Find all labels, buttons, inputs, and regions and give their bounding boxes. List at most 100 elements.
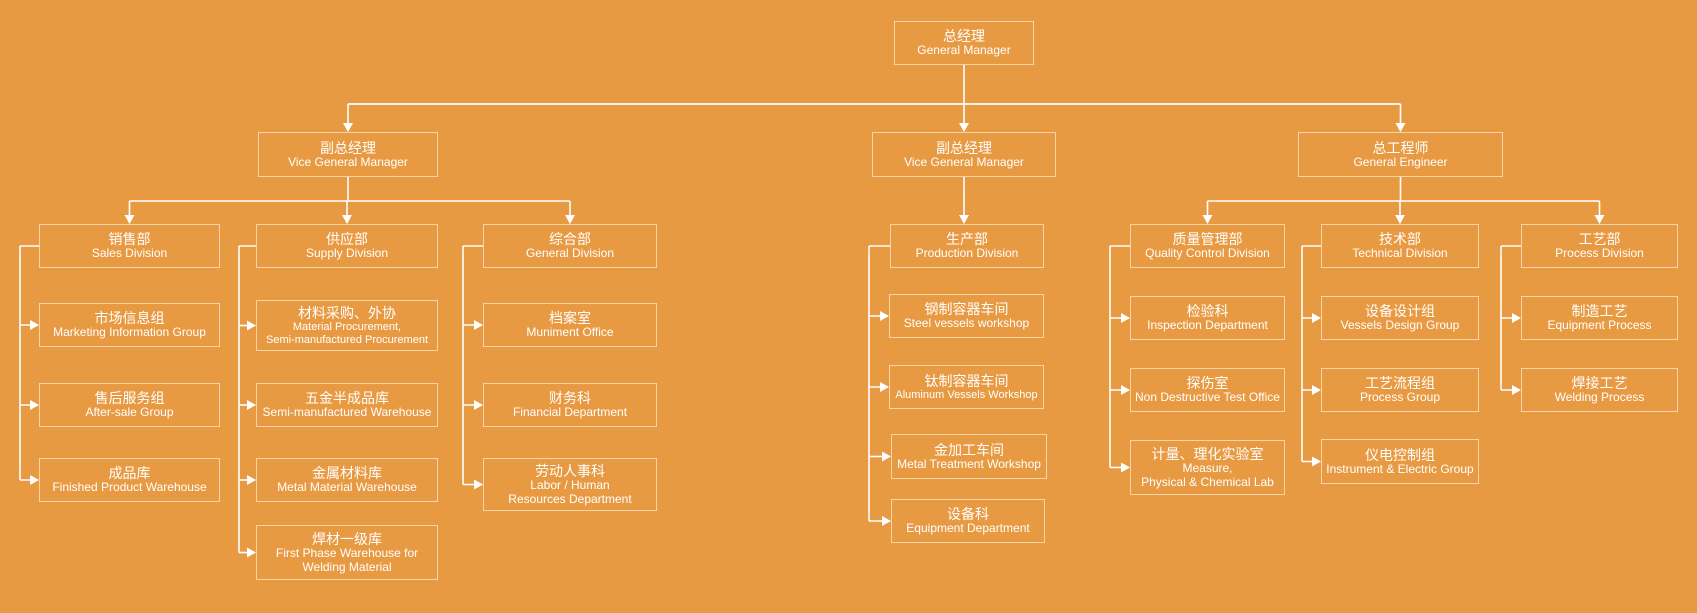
node-title-en: Sales Division bbox=[91, 246, 168, 261]
arrow-down-icon bbox=[124, 215, 135, 224]
arrow-right-icon bbox=[1121, 385, 1130, 395]
node-title-zh: 钢制容器车间 bbox=[924, 301, 1009, 318]
node-title-en: Production Division bbox=[915, 246, 1019, 261]
arrow-down-icon bbox=[342, 215, 352, 224]
node-title-zh: 金加工车间 bbox=[934, 441, 1004, 458]
node-title-en: Finished Product Warehouse bbox=[52, 480, 207, 495]
arrow-right-icon bbox=[247, 547, 256, 558]
node-title-en: Steel vessels workshop bbox=[903, 316, 1030, 331]
node-title-zh: 设备科 bbox=[947, 506, 989, 523]
node-title-zh: 设备设计组 bbox=[1365, 303, 1435, 320]
arrow-right-icon bbox=[474, 320, 483, 330]
node-title-en: General Engineer bbox=[1353, 154, 1448, 169]
arrow-right-icon bbox=[1312, 456, 1321, 467]
node-title-zh: 售后服务组 bbox=[94, 390, 165, 407]
node-title-en: Vessels Design Group bbox=[1340, 318, 1460, 333]
node-title-zh: 工艺流程组 bbox=[1365, 375, 1435, 392]
node-title-en: First Phase Warehouse for Welding Materi… bbox=[275, 545, 419, 574]
node-title-en: Metal Material Warehouse bbox=[277, 480, 417, 495]
node-title-zh: 计量、理化实验室 bbox=[1151, 445, 1264, 462]
arrow-right-icon bbox=[1312, 313, 1321, 323]
node-title-en: Marketing Information Group bbox=[53, 325, 206, 340]
node-title-en: Measure, Physical & Chemical Lab bbox=[1141, 460, 1274, 489]
arrow-right-icon bbox=[247, 320, 256, 331]
arrow-right-icon bbox=[30, 320, 39, 330]
node-title-zh: 销售部 bbox=[108, 231, 151, 248]
arrow-right-icon bbox=[474, 479, 483, 490]
node-title-en: Vice General Manager bbox=[288, 154, 408, 169]
node-title-zh: 综合部 bbox=[549, 231, 591, 248]
arrow-down-icon bbox=[1395, 215, 1405, 224]
node-title-zh: 钛制容器车间 bbox=[924, 372, 1009, 389]
node-title-zh: 五金半成品库 bbox=[305, 390, 389, 407]
node-title-en: Metal Treatment Workshop bbox=[897, 456, 1041, 471]
node-title-en: Aluminum Vessels Workshop bbox=[895, 388, 1038, 401]
node-title-en: Inspection Department bbox=[1147, 318, 1268, 333]
node-title-zh: 劳动人事科 bbox=[535, 462, 605, 479]
arrow-right-icon bbox=[880, 382, 889, 392]
node-title-en: Labor / Human Resources Department bbox=[508, 477, 632, 506]
arrow-right-icon bbox=[30, 400, 39, 410]
node-title-en: Process Division bbox=[1555, 246, 1644, 261]
node-title-zh: 质量管理部 bbox=[1172, 231, 1243, 248]
arrow-right-icon bbox=[882, 516, 891, 526]
arrow-right-icon bbox=[1312, 385, 1321, 395]
node-title-en: Material Procurement, Semi-manufactured … bbox=[265, 320, 428, 346]
node-title-zh: 金属材料库 bbox=[312, 465, 382, 482]
node-title-zh: 制造工艺 bbox=[1571, 303, 1628, 320]
arrow-down-icon bbox=[1202, 215, 1213, 224]
node-title-zh: 仪电控制组 bbox=[1365, 446, 1435, 463]
node-title-en: Equipment Department bbox=[906, 521, 1030, 536]
node-title-zh: 市场信息组 bbox=[94, 310, 165, 327]
arrow-down-icon bbox=[565, 215, 575, 224]
node-title-en: Financial Department bbox=[512, 405, 628, 420]
node-title-en: Semi-manufactured Warehouse bbox=[262, 405, 432, 420]
arrow-right-icon bbox=[1121, 313, 1130, 323]
node-title-zh: 焊材一级库 bbox=[312, 530, 382, 547]
node-title-zh: 技术部 bbox=[1379, 231, 1421, 248]
node-title-zh: 供应部 bbox=[326, 231, 368, 248]
node-title-en: General Manager bbox=[917, 43, 1011, 58]
arrow-right-icon bbox=[247, 400, 256, 410]
node-title-en: Vice General Manager bbox=[904, 154, 1024, 169]
arrow-down-icon bbox=[959, 215, 969, 224]
arrow-down-icon bbox=[1395, 123, 1406, 132]
node-title-en: Quality Control Division bbox=[1145, 246, 1270, 261]
node-title-en: Welding Process bbox=[1554, 390, 1645, 405]
arrow-right-icon bbox=[247, 475, 256, 485]
node-title-zh: 档案室 bbox=[549, 310, 591, 327]
arrow-right-icon bbox=[882, 451, 891, 462]
node-title-zh: 探伤室 bbox=[1186, 375, 1229, 392]
node-title-en: Process Group bbox=[1359, 390, 1441, 405]
node-title-zh: 焊接工艺 bbox=[1571, 375, 1628, 392]
node-title-en: Supply Division bbox=[305, 246, 389, 261]
